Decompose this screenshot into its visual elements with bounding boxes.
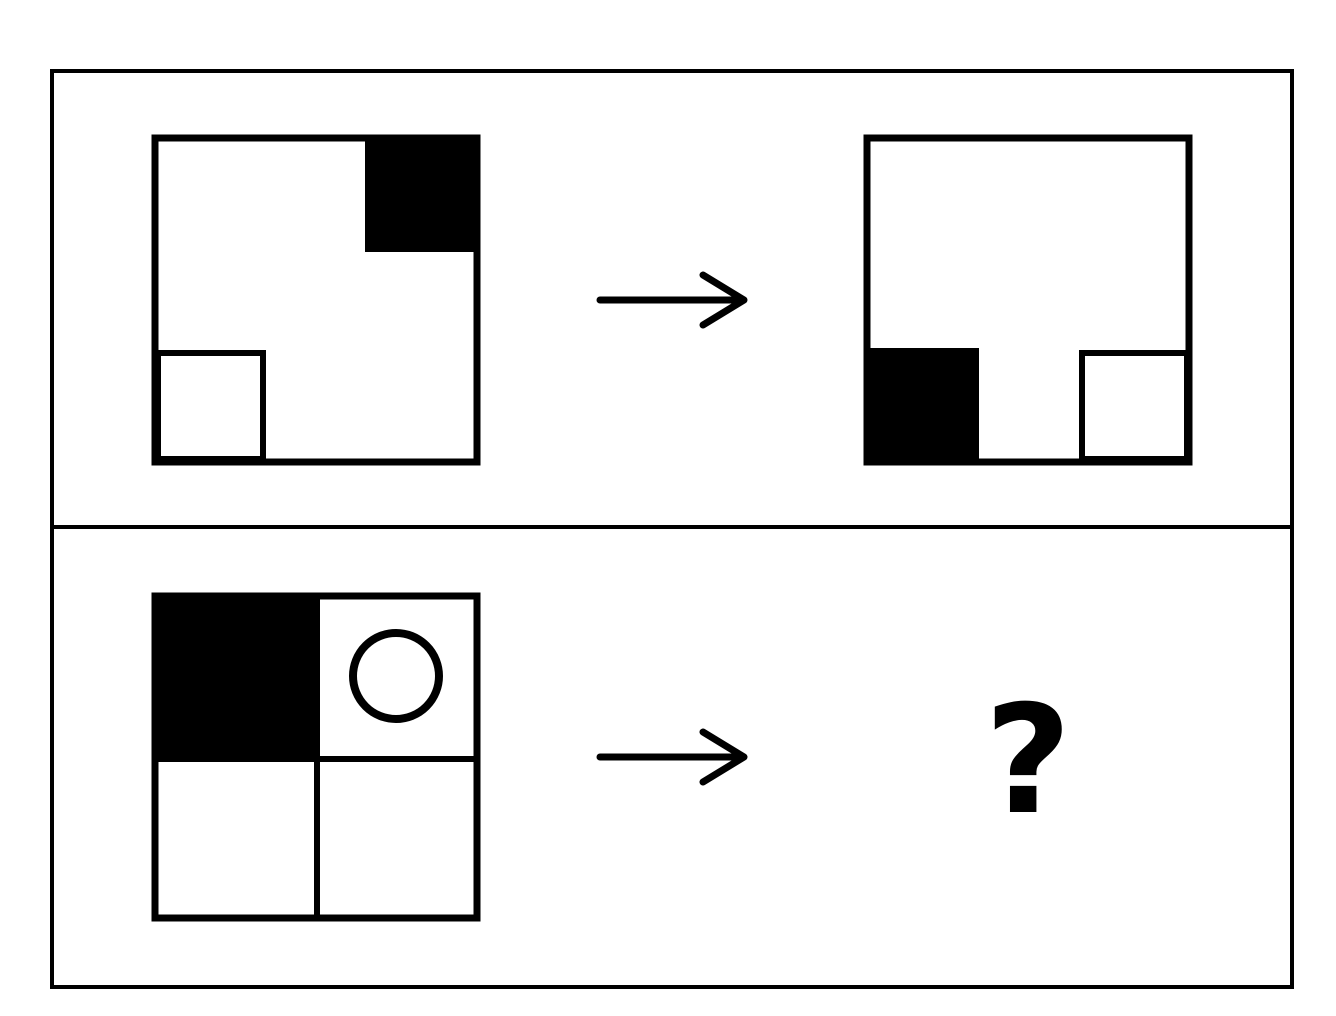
- result-small-outlined-square: [1079, 350, 1190, 462]
- row-1-result-figure: [863, 134, 1193, 466]
- source-outer-square: [151, 134, 481, 466]
- row-2-source-figure: [151, 592, 481, 922]
- row-1-source-figure: [151, 134, 481, 466]
- question-mark: ?: [984, 674, 1071, 848]
- result-outer-square: [863, 134, 1193, 466]
- source-black-square: [365, 138, 477, 252]
- row-2: ?: [151, 592, 1072, 922]
- result-black-square: [867, 348, 979, 462]
- right-arrow-icon: [596, 271, 748, 329]
- right-arrow-icon: [596, 728, 748, 786]
- grid-black-cell-top-left: [152, 593, 317, 758]
- source-small-outlined-square: [155, 350, 266, 462]
- circle-icon: [349, 629, 443, 723]
- row-1: [151, 134, 1193, 466]
